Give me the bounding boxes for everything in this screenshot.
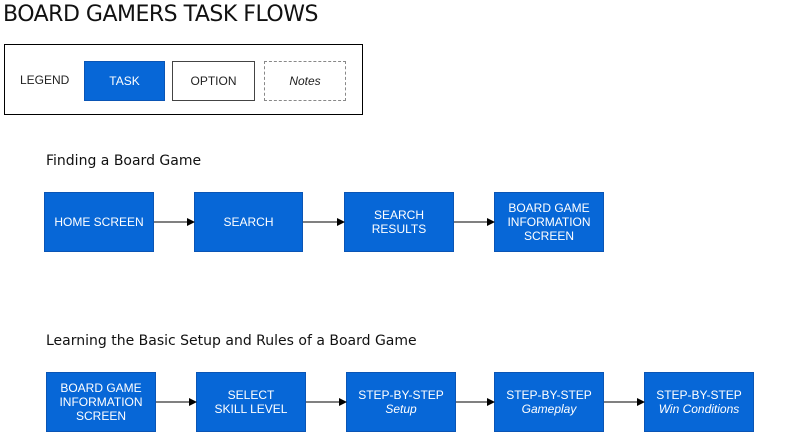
legend-notes-swatch: Notes xyxy=(264,61,346,101)
legend-option-swatch: OPTION xyxy=(172,61,255,101)
step-sublabel: Win Conditions xyxy=(658,402,740,416)
step-label-line: SELECT xyxy=(227,388,275,402)
step-label-line: SEARCH xyxy=(223,215,274,229)
step-label-line: BOARD GAME xyxy=(508,201,590,215)
step-label-line: STEP-BY-STEP xyxy=(656,388,742,402)
step-label-line: SKILL LEVEL xyxy=(214,402,288,416)
step-sublabel: Setup xyxy=(385,402,417,416)
step-label-line: BOARD GAME xyxy=(60,381,142,395)
flow-1-step-2: SEARCH xyxy=(194,192,303,252)
step-label-line: INFORMATION xyxy=(507,215,591,229)
legend-task-swatch: TASK xyxy=(84,61,165,101)
step-label-line: SEARCH xyxy=(373,208,424,222)
flow-1-title: Finding a Board Game xyxy=(46,153,202,169)
page-title: BOARD GAMERS TASK FLOWS xyxy=(3,2,318,27)
step-label-line: SCREEN xyxy=(523,229,574,243)
legend-label: LEGEND xyxy=(20,72,70,87)
step-label-line: RESULTS xyxy=(371,222,427,236)
flow-1-step-1: HOME SCREEN xyxy=(44,192,154,252)
step-label-line: STEP-BY-STEP xyxy=(358,388,444,402)
flow-2-title: Learning the Basic Setup and Rules of a … xyxy=(46,333,417,349)
step-label-line: SCREEN xyxy=(75,409,126,423)
step-label-line: INFORMATION xyxy=(59,395,143,409)
step-label-line: HOME SCREEN xyxy=(54,215,144,229)
step-label-line: STEP-BY-STEP xyxy=(506,388,592,402)
step-sublabel: Gameplay xyxy=(521,402,577,416)
legend: LEGEND TASK OPTION Notes xyxy=(4,44,363,115)
